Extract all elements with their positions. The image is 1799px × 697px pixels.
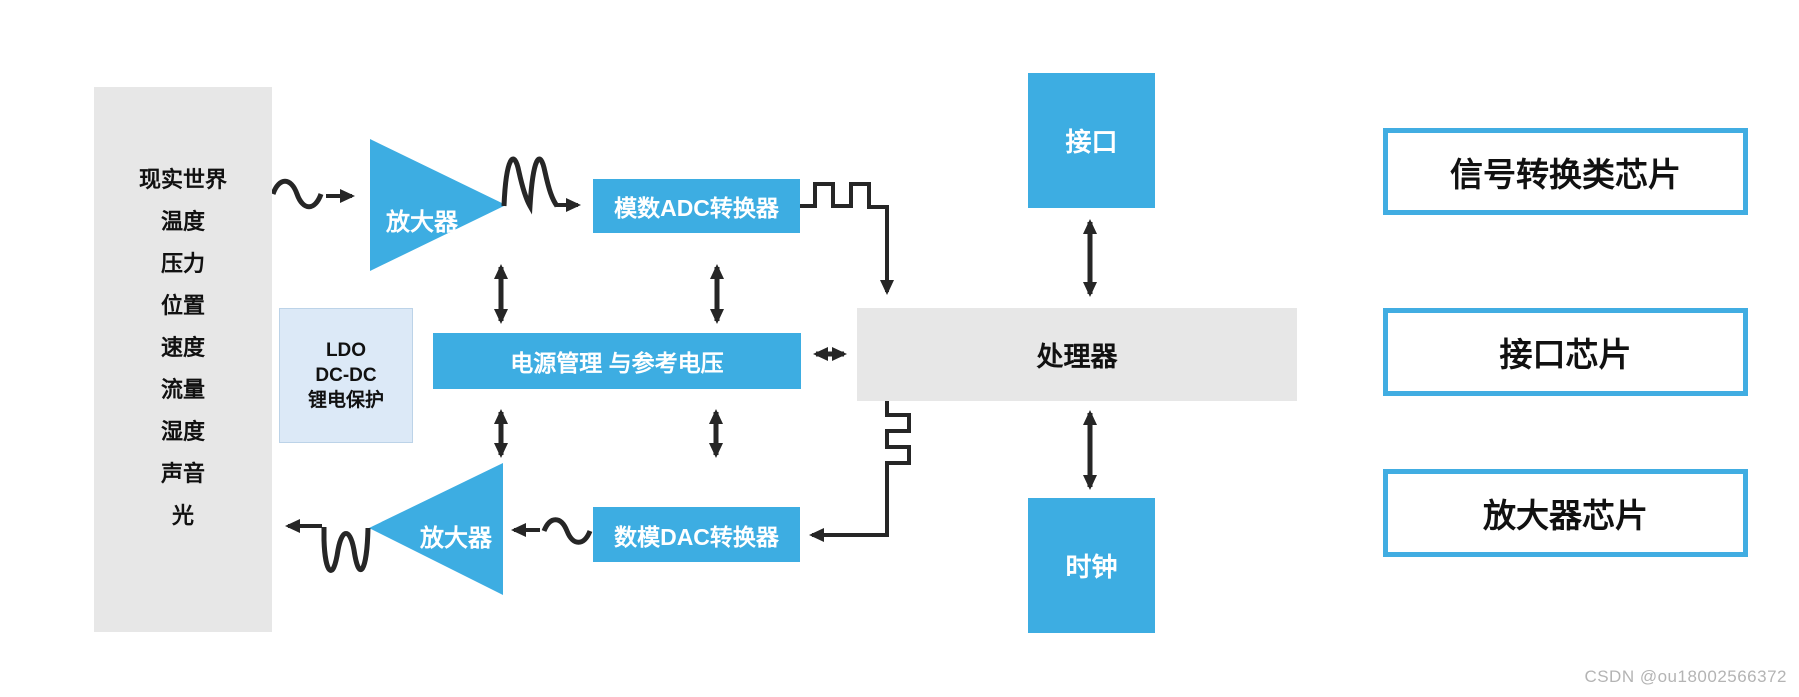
world-item-humidity: 湿度 xyxy=(160,419,205,444)
analog-input-wave xyxy=(270,178,324,210)
ldo-dcdc-box: LDO DC-DC 锂电保护 xyxy=(279,308,413,443)
world-item-light: 光 xyxy=(171,503,194,528)
interface-box: 接口 xyxy=(1028,73,1155,208)
clock-box: 时钟 xyxy=(1028,498,1155,633)
amplified-wave xyxy=(501,156,560,215)
world-item-temperature: 温度 xyxy=(160,209,205,234)
dac-output-wave xyxy=(541,517,593,545)
dac-box: 数模DAC转换器 xyxy=(593,507,800,562)
amplifier-bottom-triangle xyxy=(369,463,503,595)
legend-amplifier-chips: 放大器芯片 xyxy=(1383,469,1748,557)
processor-to-dac-wire xyxy=(809,401,911,542)
real-world-box: 现实世界 温度 压力 位置 速度 流量 湿度 声音 光 xyxy=(94,87,272,632)
world-item-position: 位置 xyxy=(160,293,205,318)
battery-protect-line: 锂电保护 xyxy=(307,390,384,411)
world-item-sound: 声音 xyxy=(160,461,205,486)
amplifier-bottom-label: 放大器 xyxy=(420,525,492,552)
ldo-line: LDO xyxy=(325,340,367,361)
real-world-title: 现实世界 xyxy=(138,167,227,192)
adc-box: 模数ADC转换器 xyxy=(593,179,800,233)
watermark: CSDN @ou18002566372 xyxy=(1584,667,1787,686)
actuator-output-wave xyxy=(321,527,371,573)
legend-signal-conversion-chips: 信号转换类芯片 xyxy=(1383,128,1748,215)
world-item-pressure: 压力 xyxy=(160,251,205,276)
adc-to-processor-wire xyxy=(800,182,894,295)
amplifier-top-label: 放大器 xyxy=(386,209,458,236)
legend-interface-chips: 接口芯片 xyxy=(1383,308,1748,396)
amplifier-top-triangle xyxy=(370,139,506,271)
power-management-box: 电源管理 与参考电压 xyxy=(433,333,801,389)
processor-box: 处理器 xyxy=(857,308,1297,401)
world-item-flow: 流量 xyxy=(160,377,205,402)
dcdc-line: DC-DC xyxy=(315,365,377,386)
world-item-speed: 速度 xyxy=(160,335,205,360)
